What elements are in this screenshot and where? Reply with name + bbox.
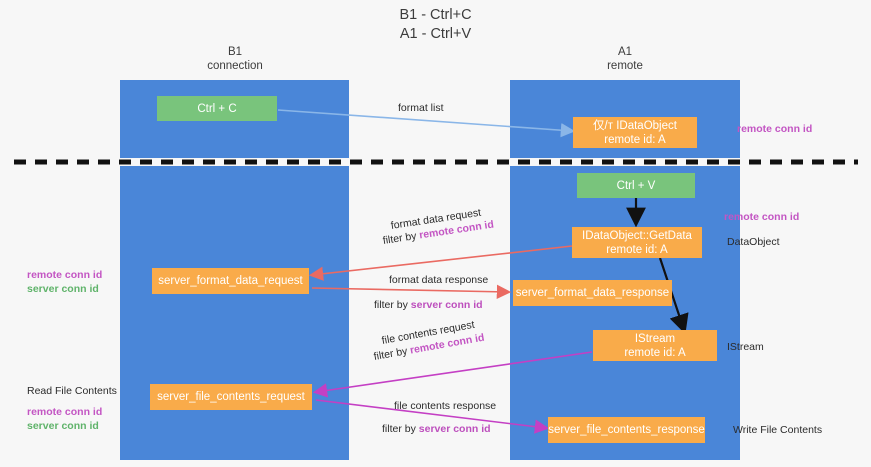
filter-key-server-conn-id: server conn id xyxy=(418,423,491,435)
side-label-remote-conn-id-mid: remote conn id xyxy=(724,211,800,223)
side-label-istream: IStream xyxy=(727,341,764,353)
arrow-getdata-istream xyxy=(658,257,689,335)
node-idataobject-getdata[interactable]: IDataObject::GetData remote id: A xyxy=(572,227,702,258)
lane-a1-bottom xyxy=(510,166,740,460)
lane-b1-bottom xyxy=(120,166,349,460)
filter-key-server-conn-id: server conn id xyxy=(410,299,483,311)
filter-prefix: filter by xyxy=(374,299,411,311)
filter-prefix: filter by xyxy=(382,229,421,247)
node-ctrl-c[interactable]: Ctrl + C xyxy=(157,96,277,121)
side-label-left-server-conn-id: server conn id xyxy=(27,283,99,295)
edge-label-format-data-response-filter: filter by server conn id xyxy=(374,298,483,313)
edge-label-file-contents-response-filter: filter by server conn id xyxy=(382,422,491,437)
node-server-file-contents-request[interactable]: server_file_contents_request xyxy=(150,384,312,410)
arrow-format-data-response xyxy=(311,284,512,299)
side-label-dataobject: DataObject xyxy=(727,236,780,248)
side-label-remote-conn-id-top: remote conn id xyxy=(737,123,813,135)
side-label-left-remote-conn-id: remote conn id xyxy=(27,269,103,281)
arrow-file-contents-request xyxy=(312,351,593,398)
lane-title-a1: A1 remote xyxy=(607,46,643,72)
node-ctrl-v[interactable]: Ctrl + V xyxy=(577,173,695,198)
node-idataobject[interactable]: 仅/т IDataObject remote id: A xyxy=(573,117,697,148)
node-istream[interactable]: IStream remote id: A xyxy=(593,330,717,361)
side-label-read-file-contents: Read File Contents xyxy=(27,385,117,397)
side-label-left-server-conn-id-2: server conn id xyxy=(27,420,99,432)
diagram-title: B1 - Ctrl+C A1 - Ctrl+V xyxy=(399,7,472,42)
edge-label-format-list: format list xyxy=(398,102,444,114)
edge-label-format-data-response: format data response xyxy=(389,274,489,286)
lane-title-b1: B1 connection xyxy=(207,46,263,72)
edge-label-file-contents-response: file contents response xyxy=(394,400,497,412)
side-label-write-file-contents: Write File Contents xyxy=(733,424,823,436)
arrow-format-list xyxy=(277,109,576,138)
node-server-format-data-response[interactable]: server_format_data_response xyxy=(513,280,672,306)
filter-prefix: filter by xyxy=(382,423,419,435)
node-server-format-data-request[interactable]: server_format_data_request xyxy=(152,268,309,294)
node-server-file-contents-response[interactable]: server_file_contents_response xyxy=(548,417,705,443)
arrow-format-data-request xyxy=(308,245,573,281)
side-label-left-remote-conn-id-2: remote conn id xyxy=(27,406,103,418)
arrow-file-contents-response xyxy=(315,399,550,434)
